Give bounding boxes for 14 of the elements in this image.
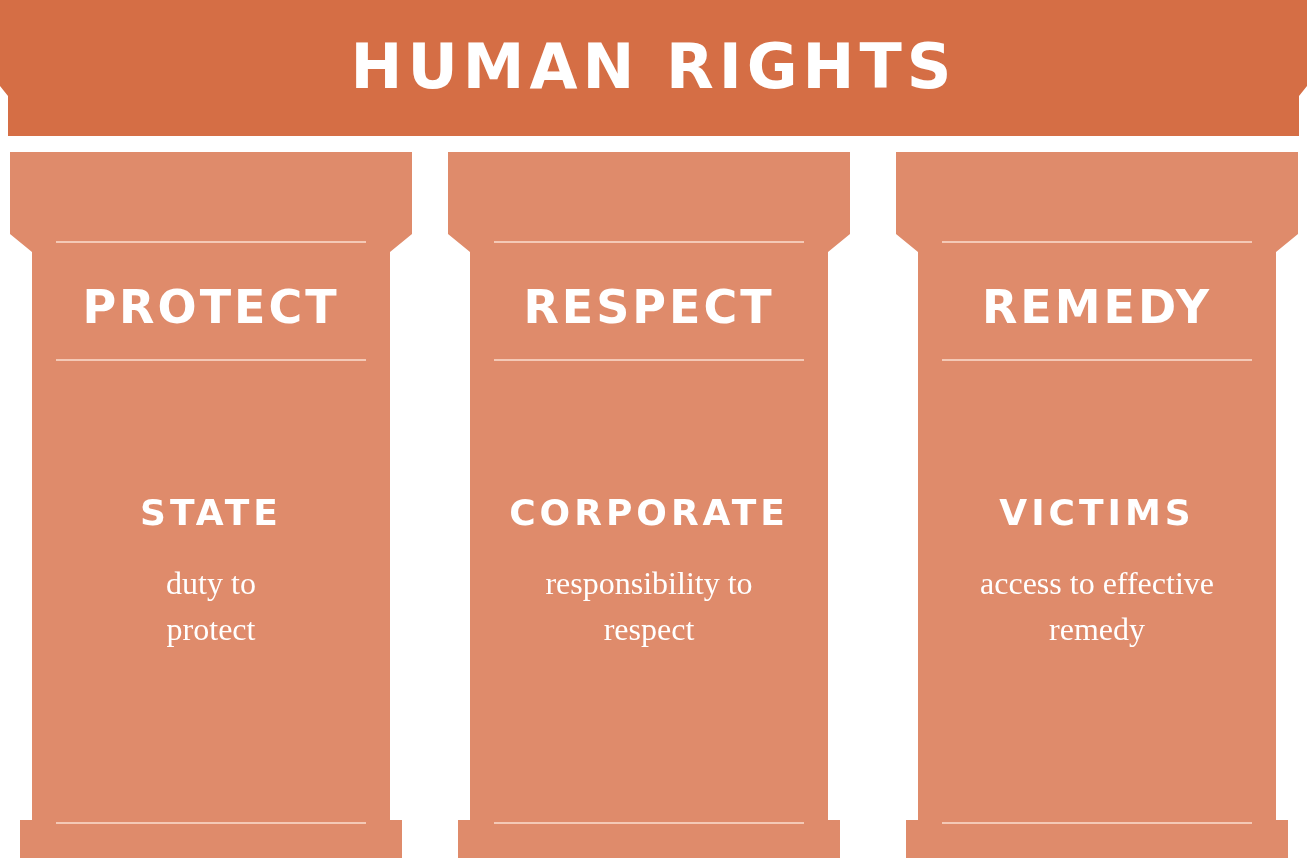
pillar-title: REMEDY [980,280,1214,334]
pillar-subtitle: STATE [139,492,283,533]
pillar-description: responsibility to respect [544,564,754,649]
pillar-description: access to effective remedy [979,564,1215,649]
pillar-title: RESPECT [522,280,776,334]
pillar-title: PROTECT [81,280,341,334]
pillar [10,152,412,858]
pillar-subtitle: CORPORATE [508,492,790,533]
pillar-description: duty to protect [165,564,257,649]
pillar [448,152,850,858]
pillar [896,152,1298,858]
banner-title: HUMAN RIGHTS [349,32,958,102]
pillar-subtitle: VICTIMS [998,492,1196,533]
roof-banner [0,0,1307,136]
